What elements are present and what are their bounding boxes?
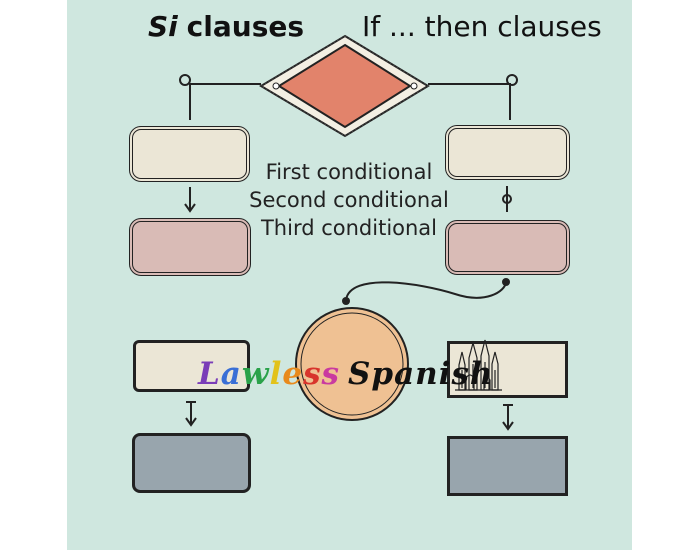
bottom-right-arrow — [502, 404, 514, 431]
left-branch-line — [189, 83, 261, 120]
central-circle — [295, 307, 409, 421]
logo-word-lawless: Lawless — [198, 356, 340, 392]
central-diamond — [259, 34, 430, 138]
logo-word-spanish: Spanish — [348, 356, 494, 392]
curved-connector — [342, 278, 510, 305]
right-down-connector — [502, 186, 512, 212]
right-box-2 — [445, 220, 570, 275]
diagram-subtitle: If ... then clauses — [362, 10, 602, 43]
right-branch-knot — [506, 74, 518, 86]
bottom-left-box-1 — [133, 340, 250, 392]
right-branch-line — [428, 83, 511, 120]
logo-letter: e — [282, 356, 304, 392]
logo-letter: w — [241, 356, 270, 392]
bottom-left-box-2 — [132, 433, 251, 493]
logo-letter: s — [303, 356, 322, 392]
left-branch-knot — [179, 74, 191, 86]
logo-letter: s — [321, 356, 340, 392]
left-box-2 — [129, 218, 251, 276]
bottom-left-arrow — [185, 401, 197, 427]
conditional-second: Second conditional — [249, 188, 449, 212]
diagram-title: Si clauses — [148, 10, 304, 43]
conditional-third: Third conditional — [260, 216, 438, 240]
logo-letter: a — [220, 356, 242, 392]
bottom-right-box-1 — [447, 341, 568, 398]
bottom-right-box-2 — [447, 436, 568, 496]
conditional-list: First conditional Second conditional Thi… — [238, 158, 460, 242]
left-box-1 — [129, 126, 250, 182]
logo-letter: L — [198, 356, 221, 392]
left-down-arrow — [184, 187, 196, 213]
logo-letter: l — [269, 356, 283, 392]
title-rest: clauses — [186, 10, 305, 43]
right-box-1 — [445, 125, 570, 180]
conditional-first: First conditional — [265, 160, 433, 184]
title-emphasis: Si — [148, 10, 178, 43]
